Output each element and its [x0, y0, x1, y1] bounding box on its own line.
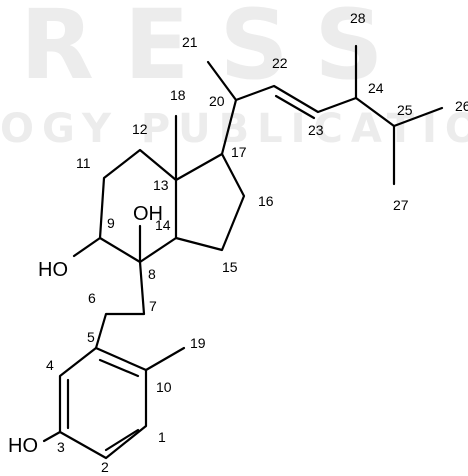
- ring-d-bonds: [174, 152, 246, 252]
- watermark: RESS OGY PUBLICATIONS: [0, 0, 468, 152]
- c9-oh-bond: [72, 236, 102, 258]
- atom-number-18: 18: [170, 87, 186, 103]
- watermark-line-1: RESS: [20, 0, 413, 101]
- hydroxyl-c9-label: HO: [38, 259, 68, 281]
- atom-number-24: 24: [368, 80, 384, 96]
- hydroxyl-c8-label: OH: [133, 203, 163, 225]
- atom-number-12: 12: [132, 121, 148, 137]
- atom-number-25: 25: [397, 102, 413, 118]
- atom-number-3: 3: [57, 439, 65, 455]
- atom-number-27: 27: [393, 197, 409, 213]
- atom-number-26: 26: [455, 98, 468, 114]
- atom-number-9: 9: [107, 215, 115, 231]
- atom-number-14: 14: [155, 217, 171, 233]
- atom-number-6: 6: [88, 290, 96, 306]
- atom-number-15: 15: [222, 259, 238, 275]
- hydroxyl-c3-label: HO: [8, 435, 38, 457]
- atom-number-11: 11: [76, 155, 91, 171]
- functional-groups: HO OH HO: [8, 203, 163, 457]
- atom-number-21: 21: [182, 34, 198, 50]
- atom-number-23: 23: [308, 122, 324, 138]
- aromatic-ring-bonds: [58, 346, 148, 460]
- atom-number-28: 28: [350, 10, 366, 26]
- c3-oh-bond: [42, 430, 62, 443]
- atom-number-20: 20: [209, 93, 225, 109]
- atom-number-5: 5: [87, 329, 95, 345]
- aromatic-double-1-2: [104, 428, 140, 452]
- atom-number-17: 17: [231, 144, 247, 160]
- double-bond-22-23: [274, 94, 316, 120]
- atom-number-19: 19: [190, 335, 206, 351]
- atom-number-7: 7: [149, 298, 157, 314]
- atom-number-2: 2: [101, 459, 109, 475]
- aromatic-double-5-10: [98, 358, 140, 378]
- atom-number-10: 10: [156, 379, 172, 395]
- methyl-19-bond: [144, 346, 186, 372]
- atom-number-16: 16: [258, 193, 274, 209]
- watermark-line-2: OGY PUBLICATIONS: [0, 106, 468, 152]
- atom-number-22: 22: [272, 55, 288, 71]
- methyl-21-bond: [206, 60, 238, 102]
- atom-number-1: 1: [158, 429, 166, 445]
- atom-number-labels: 1 2 3 4 5 6 7 8 9 10 11 12 13 14 15 16 1…: [46, 10, 468, 475]
- atom-number-13: 13: [153, 177, 169, 193]
- linker-bonds: [94, 260, 146, 350]
- bond-lines: [42, 44, 444, 460]
- atom-number-4: 4: [46, 357, 54, 373]
- atom-number-8: 8: [148, 266, 156, 282]
